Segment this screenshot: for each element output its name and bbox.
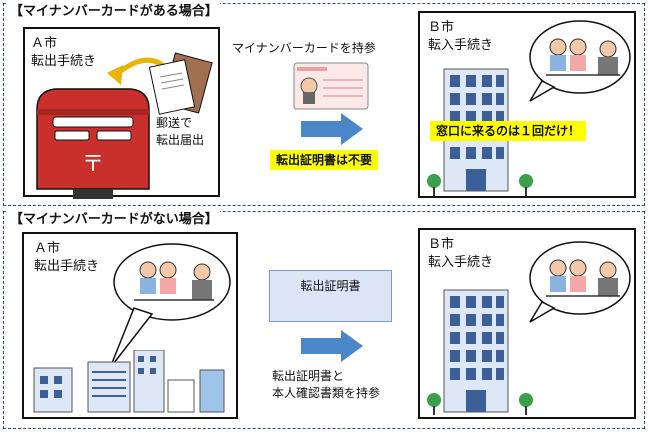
- consultation-icon: [529, 241, 631, 323]
- mail-label-1: 郵送で: [156, 116, 193, 130]
- tree-icon: [519, 174, 533, 196]
- once-only-label: 窓口に来るのは１回だけ！: [430, 121, 587, 141]
- certificate-label: 転出証明書: [300, 279, 361, 293]
- my-number-card-icon: [293, 62, 369, 110]
- consultation-icon: [529, 20, 631, 102]
- panel-city-a: Ａ市 転出手続き 郵送で 転出届出 〒: [23, 27, 220, 199]
- mail-label-2: 転出届出: [156, 133, 205, 147]
- arrow-right-icon: [301, 113, 363, 145]
- tree-icon: [427, 393, 441, 415]
- city-b-label: Ｂ市: [428, 237, 455, 252]
- city-b-label: Ｂ市: [428, 20, 455, 35]
- mailbox-icon: 〒: [36, 88, 150, 199]
- city-a-label: Ａ市: [31, 36, 58, 51]
- b-procedure-label: 転入手続き: [428, 38, 494, 53]
- section-without-my-number-card: 【マイナンバーカードがない場合】: [3, 211, 645, 429]
- tree-icon: [427, 174, 441, 196]
- panel-city-b: Ｂ市 転入手続き 窓口に来るのは１回だけ！: [418, 11, 636, 198]
- a-procedure-label: 転出手続き: [34, 259, 100, 274]
- b-procedure-label: 転入手続き: [428, 255, 494, 270]
- arrow-right-icon: [301, 330, 363, 362]
- svg-text:〒: 〒: [82, 152, 104, 177]
- envelope-icon: [148, 52, 213, 115]
- carry-card-label: マイナンバーカードを持参: [232, 41, 376, 55]
- panel-city-a: Ａ市 転出手続き: [22, 232, 238, 419]
- certificate-not-needed-label: 転出証明書は不要: [270, 150, 379, 170]
- tree-icon: [519, 393, 533, 415]
- carry-line-1: 転出証明書と: [272, 369, 345, 383]
- section-title: 【マイナンバーカードがある場合】: [8, 3, 220, 21]
- a-procedure-label: 転出手続き: [31, 54, 97, 69]
- carry-line-2: 本人確認書類を持参: [272, 386, 381, 400]
- section-with-my-number-card: 【マイナンバーカードがある場合】: [3, 3, 645, 206]
- panel-city-b: Ｂ市 転入手続き: [418, 228, 636, 419]
- consultation-icon: [110, 243, 231, 369]
- transfer-certificate-document: 転出証明書: [269, 270, 392, 322]
- city-a-label: Ａ市: [34, 241, 61, 256]
- section-title: 【マイナンバーカードがない場合】: [8, 211, 220, 229]
- office-building-icon: [443, 289, 509, 413]
- city-buildings-icon: [33, 350, 225, 413]
